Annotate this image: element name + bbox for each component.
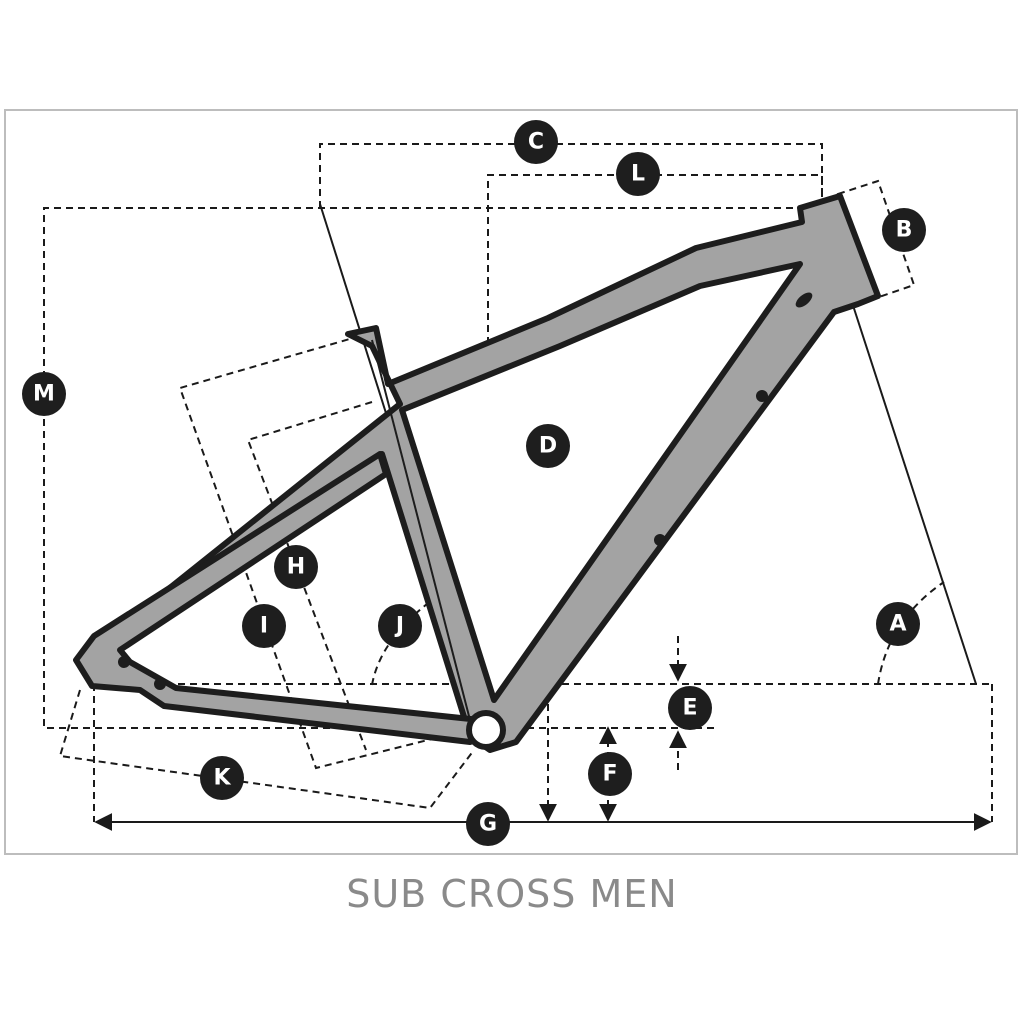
- svg-text:A: A: [889, 612, 906, 637]
- svg-text:F: F: [602, 762, 617, 787]
- bottle-boss-lower: [654, 534, 666, 546]
- dim-m-line: [43, 207, 805, 729]
- badge-l: L: [616, 152, 660, 196]
- svg-text:M: M: [33, 382, 55, 407]
- svg-text:I: I: [260, 614, 268, 639]
- svg-text:E: E: [682, 696, 697, 721]
- diagram-border: [4, 109, 1018, 855]
- badge-g: G: [466, 802, 510, 846]
- svg-text:D: D: [539, 434, 557, 459]
- steering-axis: [847, 289, 977, 685]
- svg-text:J: J: [394, 614, 404, 639]
- chainstay-bridge: [154, 678, 166, 690]
- badge-f: F: [588, 752, 632, 796]
- badge-j: J: [378, 604, 422, 648]
- svg-text:L: L: [631, 162, 645, 187]
- badge-c: C: [514, 120, 558, 164]
- badge-k: K: [200, 756, 244, 800]
- model-caption: SUB CROSS MEN: [346, 872, 678, 916]
- dim-k-line: [58, 689, 475, 810]
- svg-text:G: G: [479, 812, 497, 837]
- badge-h: H: [274, 545, 318, 589]
- main-triangle-opening: [399, 261, 803, 703]
- dim-h-line: [246, 401, 373, 751]
- seat-tube-edge: [371, 339, 471, 721]
- badge-m: M: [22, 372, 66, 416]
- dropout-detail: [118, 656, 130, 668]
- svg-text:H: H: [287, 555, 305, 580]
- badge-a: A: [876, 602, 920, 646]
- svg-text:K: K: [213, 766, 231, 791]
- svg-text:C: C: [528, 130, 544, 155]
- cable-port: [795, 292, 813, 308]
- bike-frame: [73, 193, 881, 753]
- badge-b: B: [882, 208, 926, 252]
- dim-i-line: [178, 335, 469, 770]
- badge-e: E: [668, 686, 712, 730]
- bottle-boss-upper: [756, 390, 768, 402]
- bottom-bracket: [466, 710, 506, 750]
- badge-i: I: [242, 604, 286, 648]
- svg-text:B: B: [896, 218, 913, 243]
- dim-c-line: [319, 143, 823, 208]
- badge-d: D: [526, 424, 570, 468]
